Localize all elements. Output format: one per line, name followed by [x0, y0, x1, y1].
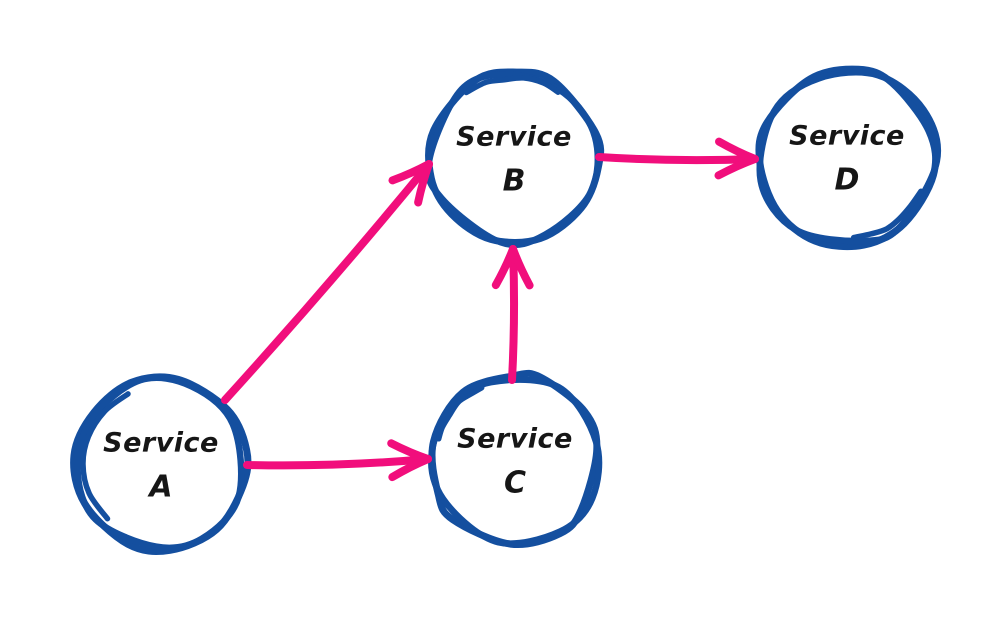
arrowhead-A-C: [387, 439, 432, 463]
node-fill-B: [430, 72, 597, 241]
edge-C-B: [508, 245, 519, 384]
arrowhead-A-B: [388, 160, 433, 185]
node-overlap-stroke-A: [80, 391, 131, 522]
edge-B-D: [595, 153, 759, 165]
node-overlap-stroke-B: [463, 75, 561, 96]
node-circle-sketch-B: [424, 71, 602, 249]
node-circle-sketch-D: [756, 69, 941, 245]
arrowhead-B-D: [715, 137, 759, 163]
arrowhead-C-B: [491, 245, 517, 290]
node-fill-C: [433, 375, 596, 543]
node-circle-sketch-C: [428, 376, 603, 547]
node-overlap-stroke-C: [435, 384, 485, 442]
node-overlap-stroke-D: [850, 188, 924, 241]
node-circle-sketch-A: [74, 374, 245, 552]
node-fill-A: [75, 379, 245, 549]
node-fill-D: [761, 71, 934, 245]
edge-A-B: [221, 160, 433, 404]
edge-A-C: [243, 455, 432, 470]
